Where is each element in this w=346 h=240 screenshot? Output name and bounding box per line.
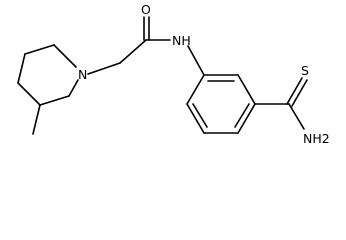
bond-ch2-carbonyl	[119, 39, 147, 64]
bond-ring-n-c6	[53, 44, 77, 68]
bond-aryl-c6-c1	[186, 74, 205, 105]
bond-ring-c3-c2	[39, 95, 70, 106]
bond-ring-c2-n	[68, 79, 79, 97]
bond-ring-c6-c5	[24, 44, 55, 55]
bond-thiocarbon-nh2	[288, 103, 305, 130]
molecule-diagram: O NH N S NH2	[17, 2, 330, 146]
bond-aryl-inner-3	[192, 103, 208, 128]
thioamide-group	[254, 77, 308, 130]
bond-ring-c4-c3	[17, 82, 41, 106]
bond-aryl-inner-2	[234, 103, 250, 128]
bond-ring-n-ch2	[87, 62, 121, 75]
bond-methyl	[32, 104, 41, 135]
bond-aryl-c5-c6	[186, 103, 205, 134]
atom-label-ring-nitrogen: N	[78, 67, 87, 82]
atom-label-amide-nitrogen: NH	[172, 33, 191, 48]
atom-label-carbonyl-oxygen: O	[141, 2, 151, 17]
bond-aryl-c2-c3	[237, 74, 256, 105]
bond-ring-c5-c4	[17, 53, 26, 84]
benzene-ring	[186, 74, 256, 134]
atom-label-amine-group: NH2	[303, 131, 330, 146]
piperidine-ring	[17, 44, 79, 135]
amide-linker	[87, 16, 205, 76]
structure-canvas: O NH N S NH2	[17, 2, 330, 146]
bond-thione-double-1	[286, 77, 303, 105]
bond-aryl-c3-c4	[237, 103, 256, 134]
atom-label-thione-sulfur: S	[301, 63, 309, 78]
bond-nh-aryl	[187, 45, 205, 76]
bond-thione-double-2	[291, 79, 308, 107]
